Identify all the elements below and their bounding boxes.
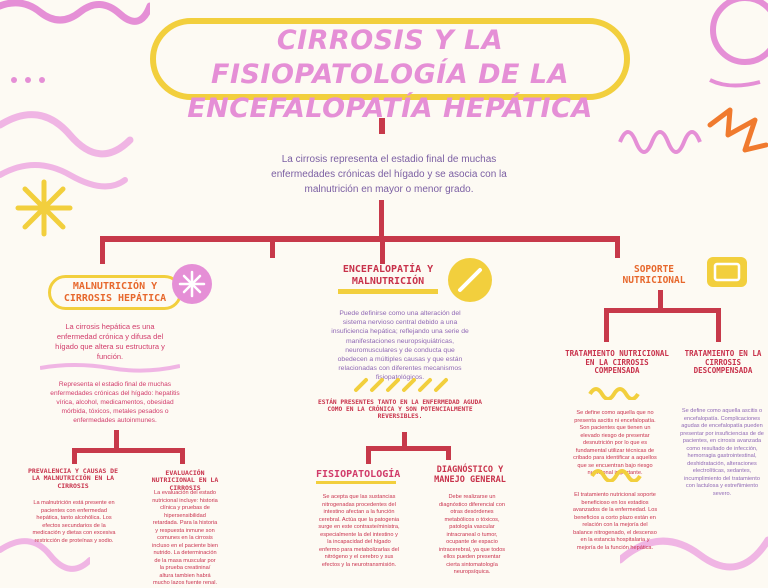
right-sub-drop <box>658 290 663 310</box>
right-sub-horizontal <box>604 308 720 313</box>
pink-dots-top-left-icon <box>11 77 45 83</box>
middle-sub-drop-a <box>366 446 371 464</box>
left-sub-drop-a <box>72 448 77 464</box>
title-frame <box>150 18 630 100</box>
pink-wave-top-left-icon <box>0 0 150 25</box>
left-paragraph-1: La cirrosis hepática es una enfermedad c… <box>55 322 165 361</box>
pencil-icon <box>448 258 492 302</box>
orange-zigzag-icon <box>707 107 768 153</box>
middle-sub2-text: Debe realizarse un diagnóstico diferenci… <box>438 494 506 575</box>
sparkle-icon <box>172 264 212 304</box>
right-sub-drop-b <box>716 308 721 342</box>
pink-circle-top-right-icon <box>709 0 768 88</box>
branch-left-inner-drop <box>270 236 275 258</box>
pink-loops-icon <box>618 130 702 154</box>
branch-right-drop <box>615 236 620 258</box>
middle-sub-drop-b <box>446 446 451 460</box>
pink-wave-left-icon <box>0 111 134 190</box>
middle-paragraph: Puede definirse como una alteración del … <box>331 310 469 382</box>
left-sub-drop-b <box>180 448 185 464</box>
right-heading: SOPORTE NUTRICIONAL <box>622 264 686 286</box>
right-sub1-text-2: El tratamiento nutricional soporte benef… <box>572 492 658 551</box>
main-branch-horizontal <box>100 236 620 242</box>
right-sub2-text: Se define como aquella ascitis o encefal… <box>680 408 764 497</box>
yellow-wave-icon-1 <box>588 387 640 400</box>
left-sub2-text: La evaluación del estado nutricional inc… <box>152 490 218 586</box>
pink-wave-bottom-right-icon <box>620 536 768 571</box>
left-sub-drop <box>114 430 119 450</box>
right-sub-drop-a <box>604 308 609 342</box>
connector-intro-down <box>379 200 384 238</box>
yellow-stripes-icon <box>354 378 448 392</box>
right-sub2-heading: TRATAMIENTO EN LA CIRROSIS DESCOMPENSADA <box>684 349 762 376</box>
middle-sub-horizontal <box>366 446 450 451</box>
left-heading: MALNUTRICIÓN Y CIRROSIS HEPÁTICA <box>48 275 182 310</box>
left-sub-horizontal <box>72 448 184 453</box>
branch-middle-drop <box>380 236 385 264</box>
branch-left-drop <box>100 236 105 264</box>
middle-sub1-text: Se acepta que las sustancias nitrogenada… <box>318 494 400 568</box>
right-sub1-text: Se define como aquella que no presenta a… <box>573 410 657 476</box>
page-title: CIRROSIS Y LA FISIOPATOLOGÍA DE LA ENCEF… <box>160 24 620 126</box>
middle-sub2-heading: DIAGNÓSTICO Y MANEJO GENERAL <box>434 465 506 485</box>
middle-note: ESTÁN PRESENTES TANTO EN LA ENFERMEDAD A… <box>318 399 482 421</box>
card-icon <box>707 257 747 287</box>
left-paragraph-2: Representa el estadio final de muchas en… <box>50 381 180 424</box>
middle-heading: ENCEFALOPATÍA Y MALNUTRICIÓN <box>338 264 438 294</box>
yellow-wave-icon-2 <box>590 469 642 482</box>
title-line-2: ENCEFALOPATÍA HEPÁTICA <box>187 93 593 124</box>
yellow-star-icon <box>15 179 73 237</box>
left-sub1-heading: PREVALENCIA Y CAUSAS DE LA MALNUTRICIÓN … <box>28 467 119 490</box>
right-sub1-heading: TRATAMIENTO NUTRICIONAL EN LA CIRROSIS C… <box>565 349 669 376</box>
pink-wave-bottom-left-icon <box>0 538 90 572</box>
middle-sub1-heading: FISIOPATOLOGÍA <box>316 469 400 484</box>
title-line-1: CIRROSIS Y LA FISIOPATOLOGÍA DE LA <box>211 25 569 90</box>
connector-top <box>379 118 385 134</box>
left-sub1-text: La malnutrición está presente en pacient… <box>32 500 116 544</box>
intro-text: La cirrosis representa el estadio final … <box>271 154 507 195</box>
middle-sub-drop <box>402 432 407 448</box>
left-sub2-heading: EVALUACIÓN NUTRICIONAL EN LA CIRROSIS <box>151 469 219 492</box>
pink-scribble-left-icon <box>40 363 180 373</box>
